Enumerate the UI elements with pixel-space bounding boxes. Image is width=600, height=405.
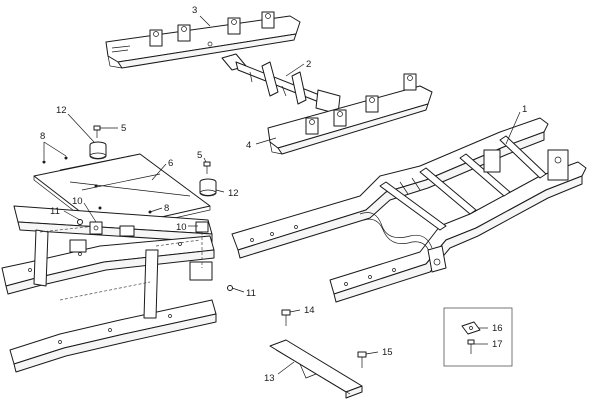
callout-1: 1 [522, 104, 527, 115]
callout-4: 4 [246, 140, 251, 151]
part-14-bolt [281, 309, 291, 326]
part-15-bolt [357, 351, 367, 368]
callout-12-right: 12 [228, 188, 239, 199]
callout-10-left: 10 [72, 196, 83, 207]
callout-8-right: 8 [164, 203, 169, 214]
callout-17: 17 [492, 339, 503, 350]
callout-6: 6 [168, 158, 173, 169]
callout-11-right: 11 [246, 288, 256, 299]
part-13-bottom-rail [269, 339, 363, 399]
lower-left-frame [1, 205, 217, 373]
callout-5-left: 5 [121, 123, 126, 134]
part-10-bracket-right [195, 221, 209, 268]
part-3-crossmember [105, 11, 301, 69]
part-2-tube-crossmember [221, 53, 341, 115]
part-12-mount-left [89, 141, 107, 160]
callout-8-left: 8 [40, 131, 45, 142]
callout-5-right: 5 [197, 150, 202, 161]
part-11-nut-right [227, 285, 233, 291]
callout-14: 14 [304, 305, 315, 316]
inset-box [443, 307, 513, 367]
part-5-bolt-right [203, 161, 211, 174]
callout-2: 2 [306, 59, 311, 70]
part-5-bolt-left [93, 125, 101, 138]
callout-12-left: 12 [56, 105, 67, 116]
part-11-nut-left [77, 219, 83, 225]
leader-lines [43, 15, 521, 375]
callout-3: 3 [192, 5, 197, 16]
callout-labels: 3 2 4 1 5 12 8 6 5 12 8 10 11 10 11 14 1… [40, 5, 527, 384]
part-4-crossmember [267, 73, 433, 155]
part-10-bracket-left [89, 221, 103, 235]
callout-11-left: 11 [50, 206, 60, 217]
callout-10-right: 10 [176, 222, 187, 233]
callout-13: 13 [264, 373, 275, 384]
part-12-mount-right [199, 178, 217, 197]
part-1-chassis-frame [231, 117, 587, 303]
callout-15: 15 [382, 347, 393, 358]
callout-16: 16 [492, 323, 503, 334]
